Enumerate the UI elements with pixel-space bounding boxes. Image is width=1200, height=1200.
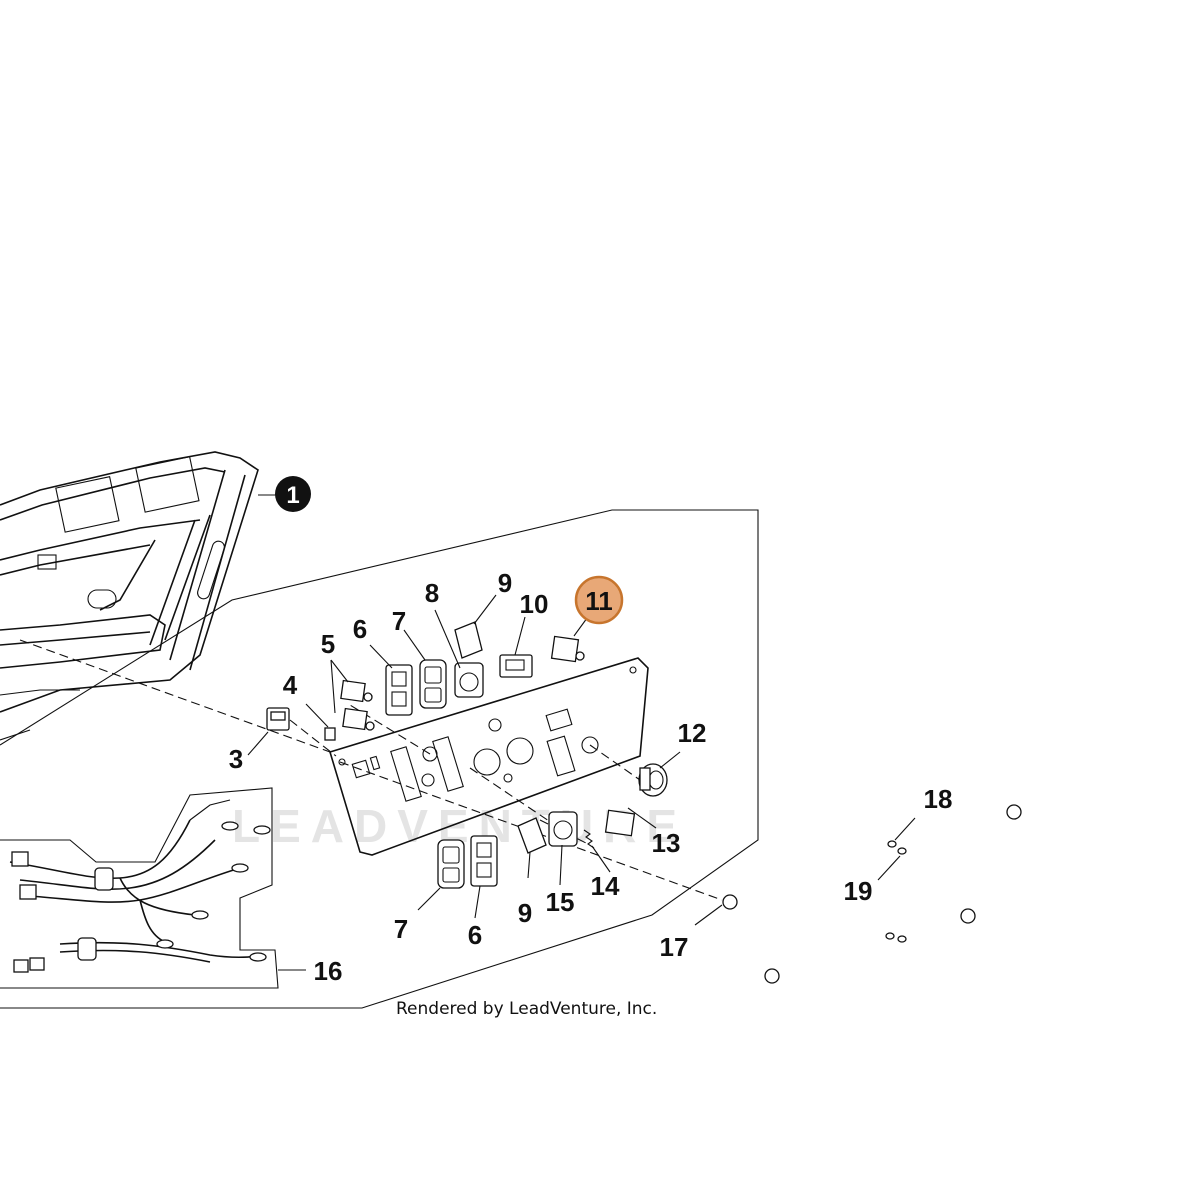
callout-label[interactable]: 10 <box>520 589 549 619</box>
callout-label[interactable]: 13 <box>652 828 681 858</box>
callout-label[interactable]: 9 <box>518 898 532 928</box>
callout-label[interactable]: 18 <box>924 784 953 814</box>
credit-text: Rendered by LeadVenture, Inc. <box>396 999 657 1019</box>
highlighted-callout-badge[interactable] <box>574 575 624 625</box>
assembly-callout-label: 1 <box>286 482 299 509</box>
callout-label[interactable]: 7 <box>392 606 406 636</box>
frame-handle-illustration <box>0 451 259 741</box>
leader-lines <box>247 494 916 971</box>
callout-label[interactable]: 15 <box>546 887 575 917</box>
callout-label[interactable]: 6 <box>353 614 367 644</box>
assembly-lines <box>19 639 723 901</box>
wire-harness-illustration <box>0 787 279 989</box>
callout-label[interactable]: 8 <box>425 578 439 608</box>
callout-label[interactable]: 12 <box>678 718 707 748</box>
callout-label[interactable]: 6 <box>468 920 482 950</box>
assembly-callout-badge <box>275 476 311 512</box>
components <box>266 621 1022 984</box>
control-panel-plate <box>329 657 649 856</box>
callout-label[interactable]: 5 <box>321 629 335 659</box>
callout-label[interactable]: 3 <box>229 744 243 774</box>
callout-label[interactable]: 7 <box>394 914 408 944</box>
callout-label[interactable]: 4 <box>283 670 298 700</box>
callout-label[interactable]: 14 <box>591 871 620 901</box>
highlighted-callout-label[interactable]: 11 <box>585 586 613 616</box>
assembly-outline <box>0 509 759 1009</box>
callout-label[interactable]: 19 <box>844 876 873 906</box>
callout-label[interactable]: 16 <box>314 956 343 986</box>
callouts: 1 11 3 4 5 6 7 8 9 10 12 13 14 15 6 7 9 … <box>229 476 953 986</box>
callout-label[interactable]: 9 <box>498 568 512 598</box>
callout-label[interactable]: 17 <box>660 932 689 962</box>
